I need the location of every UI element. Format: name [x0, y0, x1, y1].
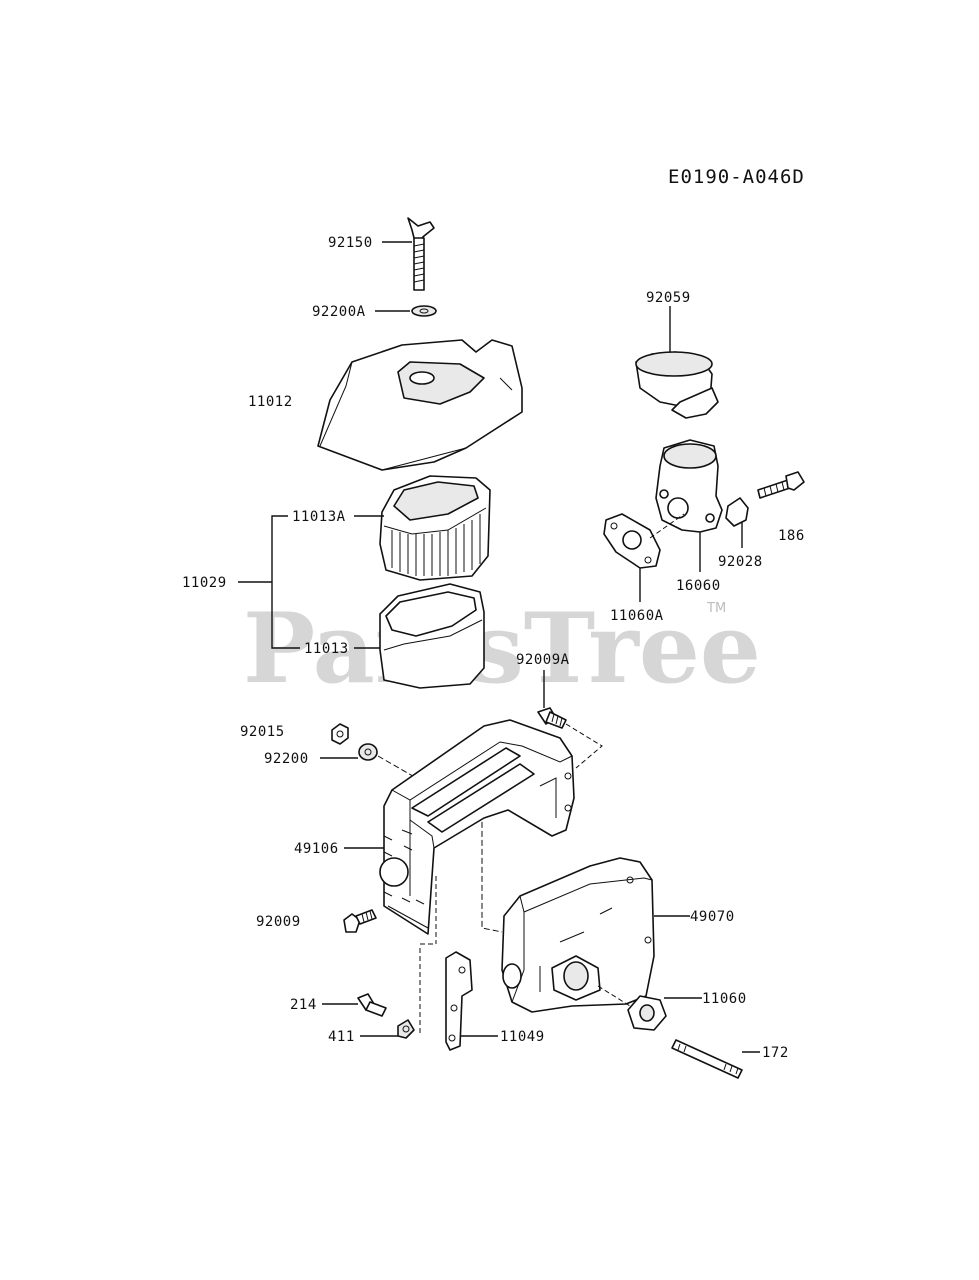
nut-92015-hole — [336, 730, 344, 738]
bolt-214-drawing — [357, 993, 387, 1017]
part-11029-label[interactable]: 11029 — [182, 575, 227, 591]
part-11012-label[interactable]: 11012 — [248, 394, 293, 410]
part-92009-label[interactable]: 92009 — [256, 914, 301, 930]
muffler-49070-drawing — [501, 857, 655, 1013]
plate-11049-drawing — [445, 951, 473, 1051]
part-11013-label[interactable]: 11013 — [304, 641, 349, 657]
washer-411-drawing — [397, 1019, 415, 1039]
wing-bolt-92150-drawing — [407, 217, 435, 291]
gasket-11060a-drawing — [603, 513, 661, 569]
washer-92200a-drawing — [411, 305, 437, 317]
watermark-tm: TM — [706, 601, 726, 616]
part-92059-label[interactable]: 92059 — [646, 290, 691, 306]
assembly-line-11060a — [649, 513, 685, 539]
washer-92200a-hole — [419, 308, 429, 314]
gasket-11060-drawing — [627, 995, 667, 1031]
part-172-label[interactable]: 172 — [762, 1045, 789, 1061]
part-92200-label[interactable]: 92200 — [264, 751, 309, 767]
bolt-186-drawing — [757, 471, 805, 499]
part-11049-label[interactable]: 11049 — [500, 1029, 545, 1045]
part-92028-label[interactable]: 92028 — [718, 554, 763, 570]
part-186-label[interactable]: 186 — [778, 528, 805, 544]
assembly-line-92009 — [420, 876, 437, 945]
bolt-92009a-drawing — [537, 707, 567, 729]
muffler-cover-49106-drawing — [379, 719, 575, 935]
part-214-label[interactable]: 214 — [290, 997, 317, 1013]
washer-411-hole — [402, 1025, 410, 1033]
nut-92015-drawing — [331, 723, 349, 745]
cover-11012-drawing — [317, 339, 523, 471]
element-11013a-drawing — [379, 475, 491, 581]
bracket-11029 — [238, 515, 300, 649]
stud-172-drawing — [671, 1039, 743, 1079]
precleaner-11013-drawing — [379, 583, 485, 689]
part-11060a-label[interactable]: 11060A — [610, 608, 664, 624]
part-92015-label[interactable]: 92015 — [240, 724, 285, 740]
part-49106-label[interactable]: 49106 — [294, 841, 339, 857]
part-11060-label[interactable]: 11060 — [702, 991, 747, 1007]
part-92009a-label[interactable]: 92009A — [516, 652, 570, 668]
part-11013a-label[interactable]: 11013A — [292, 509, 346, 525]
part-92200a-label[interactable]: 92200A — [312, 304, 366, 320]
ring-92059-drawing — [635, 351, 719, 419]
assembly-line-92200 — [377, 755, 503, 933]
washer-92200-drawing — [358, 743, 378, 761]
bolt-92009-drawing — [343, 909, 377, 933]
part-49070-label[interactable]: 49070 — [690, 909, 735, 925]
part-16060-label[interactable]: 16060 — [676, 578, 721, 594]
assembly-line-11060 — [597, 985, 631, 1007]
part-92150-label[interactable]: 92150 — [328, 235, 373, 251]
collar-92028-drawing — [725, 497, 749, 527]
part-411-label[interactable]: 411 — [328, 1029, 355, 1045]
diagram-code: E0190-A046D — [668, 166, 805, 188]
washer-92200-hole — [364, 748, 372, 756]
watermark: PartsTree — [243, 592, 761, 705]
elbow-16060-drawing — [655, 439, 723, 533]
